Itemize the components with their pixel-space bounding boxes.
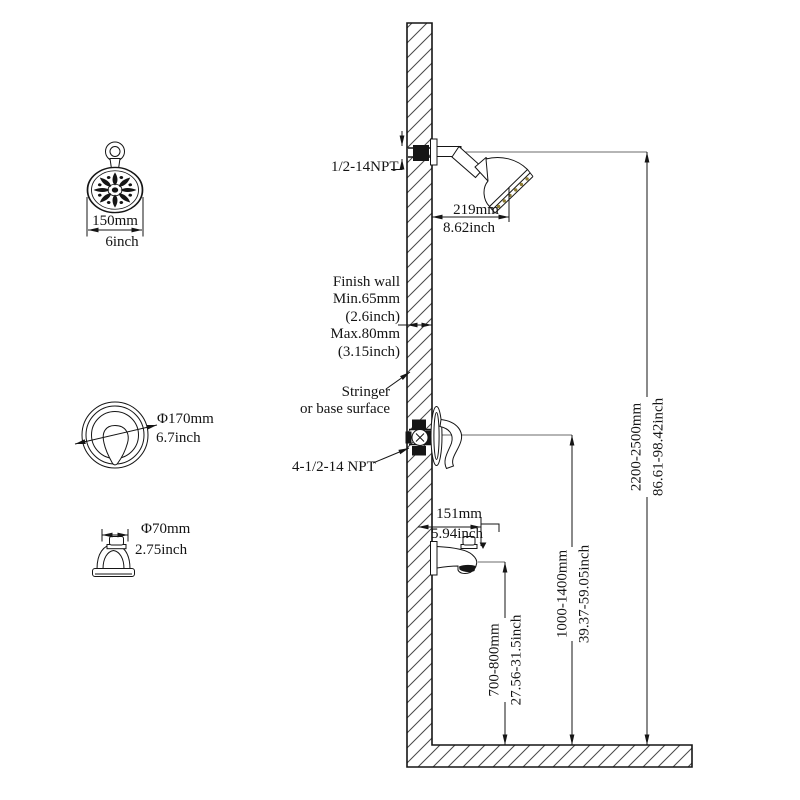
valve-lever-handle: [439, 418, 462, 470]
showerhead-height-mm: 2200-2500mm: [628, 399, 646, 495]
dimension-lines: [372, 131, 510, 549]
valve-height-in: 39.37-59.05inch: [576, 541, 594, 647]
spout-height-mm: 700-800mm: [486, 620, 504, 700]
finish-wall-line4: Max.80mm: [330, 326, 400, 343]
wall-and-floor-section: [406, 22, 693, 768]
extension-lines: [440, 151, 647, 563]
finish-wall-note: Finish wall Min.65mm (2.6inch) Max.80mm …: [258, 274, 400, 361]
head-face-width-in: 6inch: [105, 234, 139, 250]
spout-dia-mm: Φ70mm: [141, 521, 191, 537]
finish-wall-line5: (3.15inch): [337, 343, 400, 360]
stringer-note: Stringer or base surface: [250, 384, 390, 419]
height-dimension-lines: [501, 152, 650, 745]
shower-arm-and-head: [408, 138, 534, 214]
drop-ell-fitting: [413, 145, 429, 161]
tub-spout-side: [430, 536, 478, 576]
handle-trim-view: [74, 401, 158, 469]
finish-wall-line2: Min.65mm: [332, 291, 400, 308]
finish-wall-line3: (2.6inch): [345, 308, 400, 325]
arm-flange: [430, 138, 438, 166]
valve-escutcheon: [430, 406, 443, 466]
stringer-line2: or base surface: [300, 401, 390, 418]
valve-assembly: [405, 406, 462, 470]
showerhead-height-in: 86.61-98.42inch: [650, 394, 668, 500]
showerhead-spray-face: [496, 177, 529, 209]
showerhead-face-view: [86, 141, 144, 237]
stringer-line1: Stringer: [341, 384, 390, 400]
valve-height-mm: 1000-1400mm: [554, 546, 572, 642]
arm-reach-mm: 219mm: [453, 202, 499, 218]
spout-height-in: 27.56-31.5inch: [508, 611, 526, 709]
valve-thread-label: 4-1/2-14 NPT: [292, 459, 376, 475]
spout-reach-mm: 151mm: [436, 506, 482, 522]
spout-front-view: [92, 529, 135, 577]
arm-reach-in: 8.62inch: [442, 220, 496, 236]
handle-dia-mm: Φ170mm: [157, 411, 214, 427]
head-face-width-mm: 150mm: [92, 213, 138, 229]
spout-dia-in: 2.75inch: [135, 542, 188, 558]
arm-thread-label: 1/2-14NPT: [331, 159, 399, 175]
finish-wall-line1: Finish wall: [332, 274, 400, 290]
diverter-knob: [462, 536, 476, 546]
spout-reach-in: 5.94inch: [430, 526, 484, 542]
handle-dia-in: 6.7inch: [156, 430, 201, 446]
